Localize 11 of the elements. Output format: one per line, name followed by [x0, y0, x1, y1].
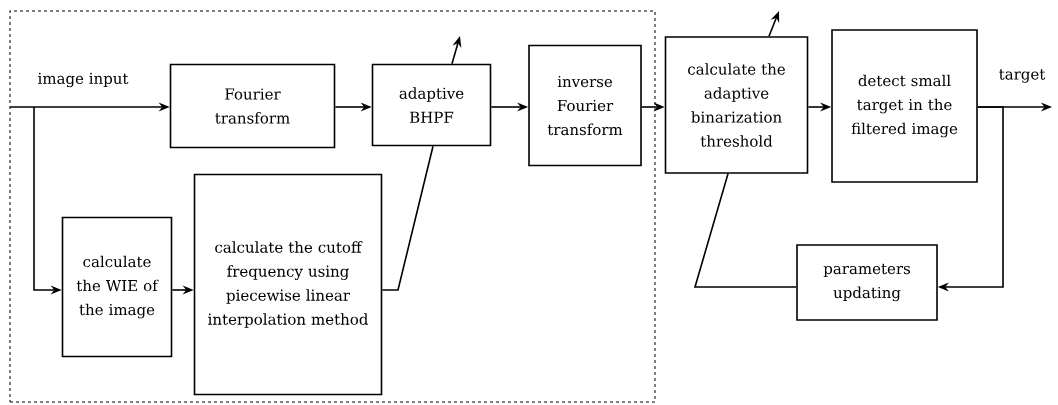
edge-label: target [997, 68, 1047, 84]
process-box: Fourier transform [169, 63, 336, 149]
process-box: detect small target in the filtered image [831, 29, 978, 183]
process-box: calculate the cutoff frequency using piecewise linear interpolation method [193, 173, 383, 396]
dashed-group-box [9, 10, 656, 403]
process-box: parameters updating [796, 244, 938, 321]
edge-label: image input [36, 71, 130, 89]
process-box: inverse Fourier transform [528, 44, 642, 167]
process-box: adaptive BHPF [371, 63, 492, 147]
process-box: calculate the adaptive binarization threshold [664, 36, 809, 174]
process-box: calculate the WIE of the image [61, 216, 173, 358]
